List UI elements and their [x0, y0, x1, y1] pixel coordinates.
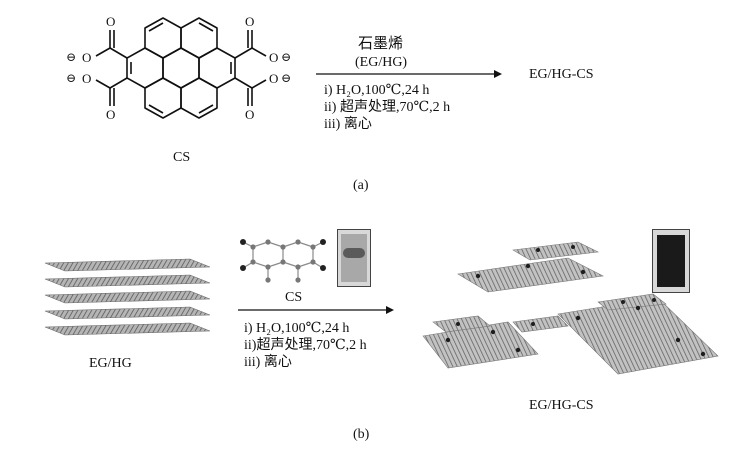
functionalized-graphene-illustration: [422, 241, 719, 375]
cs-molecule-model: [240, 239, 326, 283]
condition-step-2: ii)超声处理,70℃,2 h: [244, 338, 367, 353]
caption-a: (a): [353, 178, 369, 193]
reaction-arrow: [238, 306, 394, 314]
reagent-type: (EG/HG): [355, 55, 408, 70]
condition-step-1: i) H₂O,100℃,24 h: [324, 83, 430, 98]
cs-molecule-structure: O O O O O O O O ⊖ ⊖ ⊖ ⊖: [66, 14, 291, 122]
reaction-arrow: [316, 70, 502, 78]
atom-o: O: [106, 107, 115, 122]
anion-charge: ⊖: [281, 71, 291, 85]
condition-step-2: ii) 超声处理,70℃,2 h: [324, 100, 451, 115]
atom-o: O: [82, 50, 91, 65]
anion-charge: ⊖: [66, 50, 76, 64]
atom-o: O: [269, 71, 278, 86]
molecule-label: CS: [173, 150, 191, 165]
vial-product-dispersion: [652, 229, 690, 293]
stacked-graphene-illustration: [44, 258, 211, 336]
atom-o: O: [106, 14, 115, 29]
anion-charge: ⊖: [66, 71, 76, 85]
start-material-label: EG/HG: [89, 356, 132, 371]
vial-cs-solution: [337, 229, 371, 287]
condition-step-3: iii) 离心: [244, 355, 292, 370]
atom-o: O: [82, 71, 91, 86]
atom-o: O: [245, 107, 254, 122]
condition-step-1: i) H₂O,100℃,24 h: [244, 321, 350, 336]
caption-b: (b): [353, 427, 370, 442]
atom-o: O: [245, 14, 254, 29]
reagent-name: 石墨烯: [358, 36, 404, 52]
atom-o: O: [269, 50, 278, 65]
product-label: EG/HG-CS: [529, 67, 594, 82]
anion-charge: ⊖: [281, 50, 291, 64]
product-label: EG/HG-CS: [529, 398, 594, 413]
condition-step-3: iii) 离心: [324, 117, 372, 132]
reaction-conditions: i) H₂O,100℃,24 h ii)超声处理,70℃,2 h iii) 离心: [244, 320, 367, 371]
reagent-label: CS: [285, 290, 303, 305]
reaction-conditions: i) H₂O,100℃,24 h ii) 超声处理,70℃,2 h iii) 离…: [324, 82, 450, 133]
